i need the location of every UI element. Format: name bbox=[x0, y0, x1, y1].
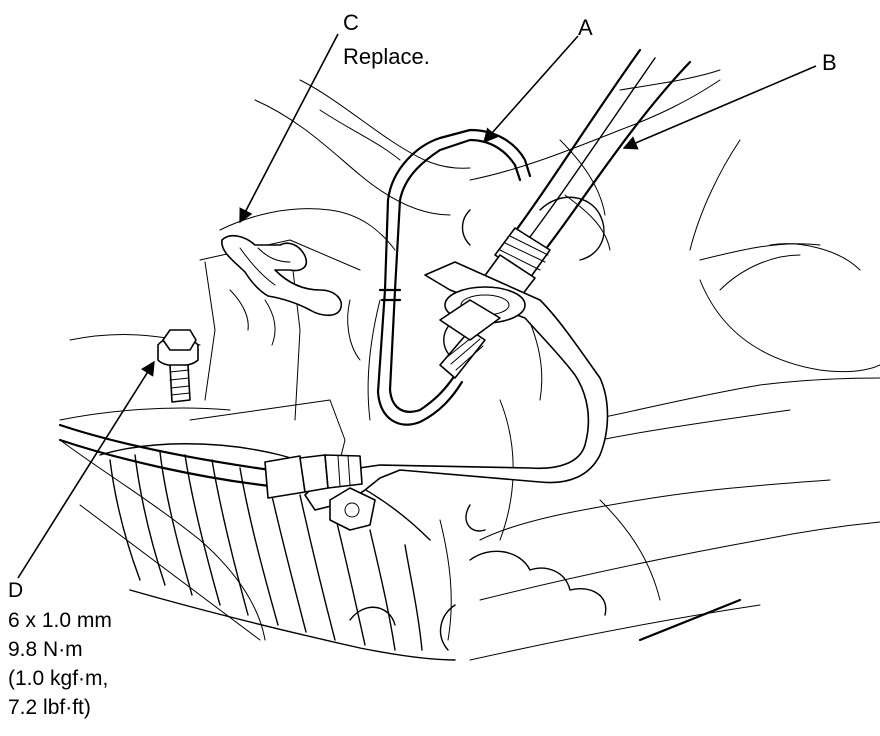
callout-a-label: A bbox=[578, 15, 593, 40]
brake-hose-b bbox=[477, 48, 692, 309]
callout-d-spec-torque-kgfm: (1.0 kgf·m, bbox=[8, 667, 108, 690]
knuckle-casting bbox=[349, 196, 607, 651]
callout-a-leader bbox=[483, 35, 579, 144]
brake-hose-clip-c bbox=[221, 234, 342, 317]
callout-d-spec-size: 6 x 1.0 mm bbox=[8, 609, 112, 632]
drive-boot bbox=[99, 443, 456, 661]
callout-b-leader bbox=[622, 65, 817, 150]
callout-d-label: D bbox=[8, 579, 23, 602]
callout-c-note: Replace. bbox=[343, 44, 430, 69]
callout-c-label: C bbox=[343, 10, 359, 35]
flange-bolt-d bbox=[157, 329, 199, 403]
callout-c-leader bbox=[239, 33, 339, 224]
callout-d-spec-torque-nm: 9.8 N·m bbox=[8, 638, 83, 661]
sensor-wire bbox=[58, 423, 363, 499]
callout-d-spec-torque-lbfft: 7.2 lbf·ft) bbox=[8, 696, 91, 719]
callout-d-leader bbox=[17, 360, 155, 579]
callout-b-label: B bbox=[822, 50, 837, 75]
hose-bracket bbox=[304, 261, 609, 531]
background-suspension bbox=[59, 69, 880, 661]
brake-line-a bbox=[376, 128, 532, 426]
